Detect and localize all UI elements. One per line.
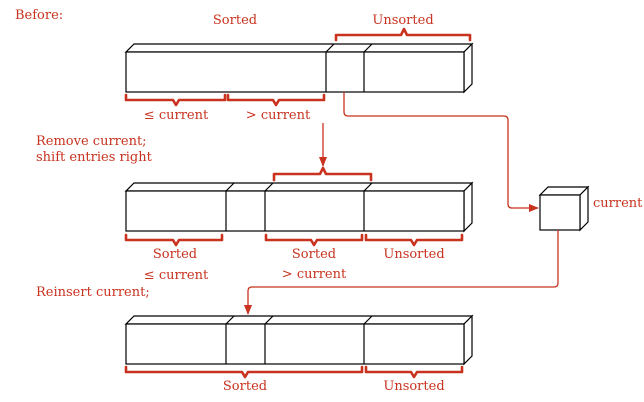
- arrow-remove-current: [343, 92, 539, 212]
- gt-current-label-mid: > current: [282, 267, 347, 282]
- unsorted-brace-bottom: [364, 365, 464, 379]
- sorted-label-bottom: Sorted: [223, 379, 267, 394]
- shifted-array: [124, 181, 474, 233]
- remove-current-label-line1: Remove current;: [36, 134, 147, 149]
- sorted-label-top: Sorted: [213, 13, 257, 28]
- sorted-label-mid-left: Sorted: [153, 247, 197, 262]
- unsorted-label-mid: Unsorted: [383, 247, 444, 262]
- arrow-reinsert-current: [244, 230, 559, 315]
- sorted-brace-bottom: [124, 365, 364, 379]
- le-current-label-top: ≤ current: [144, 108, 209, 123]
- sorted-brace-mid-right: [264, 233, 364, 247]
- current-element-box: [538, 185, 590, 232]
- sorted-brace-mid-left: [124, 233, 224, 247]
- remove-current-label-line2: shift entries right: [36, 150, 153, 165]
- before-label: Before:: [15, 8, 63, 23]
- shifted-brace: [272, 166, 373, 182]
- unsorted-label-bottom: Unsorted: [383, 379, 444, 394]
- unsorted-brace-mid: [364, 233, 464, 247]
- unsorted-brace-top: [334, 27, 472, 42]
- unsorted-label-top: Unsorted: [372, 13, 433, 28]
- le-brace-top: [124, 93, 227, 107]
- gt-current-label-top: > current: [246, 108, 311, 123]
- before-array: [124, 42, 474, 94]
- le-current-label-mid: ≤ current: [144, 268, 209, 283]
- reinserted-array: [124, 314, 474, 366]
- current-label: current: [593, 196, 643, 211]
- gt-brace-top: [226, 93, 326, 107]
- reinsert-current-label: Reinsert current;: [36, 285, 150, 300]
- sorted-label-mid-right: Sorted: [292, 247, 336, 262]
